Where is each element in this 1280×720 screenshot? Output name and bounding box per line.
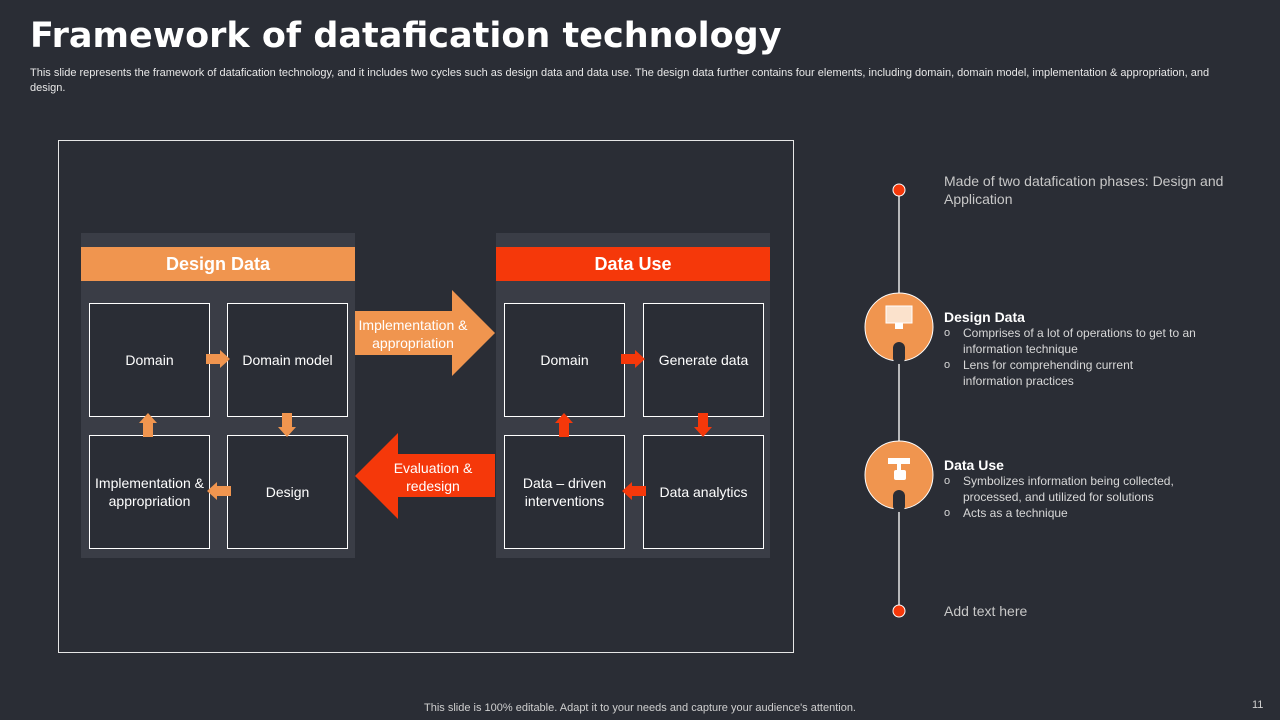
timeline-dot-start: [892, 183, 906, 197]
bullet: Comprises of a lot of operations to get …: [944, 325, 1234, 357]
bullet: Symbolizes information being collected, …: [944, 473, 1214, 505]
backward-arrow: [355, 433, 495, 519]
forward-arrow-label: Implementation & appropriation: [358, 317, 468, 351]
design-data-header: Design Data: [81, 247, 355, 281]
page-title: Framework of datafication technology: [30, 16, 782, 56]
small-arrow-up-icon: [139, 413, 157, 437]
du-box-generate-data: Generate data: [643, 303, 764, 417]
diagram-frame: [58, 140, 794, 653]
small-arrow-down-icon: [694, 413, 712, 437]
bullet: Lens for comprehending current informati…: [944, 357, 1174, 389]
hand-click-icon: [864, 440, 934, 512]
data-use-header: Data Use: [496, 247, 770, 281]
timeline-end-text: Add text here: [944, 603, 1028, 619]
small-arrow-down-icon: [278, 413, 296, 437]
dd-box-design: Design: [227, 435, 348, 549]
small-arrow-left-icon: [622, 482, 646, 500]
timeline-dot-end: [892, 604, 906, 618]
slide-description: This slide represents the framework of d…: [30, 67, 1210, 94]
dd-box-domain-model: Domain model: [227, 303, 348, 417]
small-arrow-right-icon: [206, 350, 230, 368]
small-arrow-right-icon: [621, 350, 645, 368]
timeline-item-title: Data Use: [944, 457, 1004, 473]
footer-note: This slide is 100% editable. Adapt it to…: [424, 702, 856, 714]
timeline-item-title: Design Data: [944, 309, 1025, 325]
du-box-domain: Domain: [504, 303, 625, 417]
small-arrow-left-icon: [207, 482, 231, 500]
small-arrow-up-icon: [555, 413, 573, 437]
timeline-item-design-data: Design Data Comprises of a lot of operat…: [944, 309, 1234, 389]
backward-arrow-label: Evaluation & redesign: [393, 460, 473, 494]
monitor-touch-icon: [864, 292, 934, 364]
dd-box-domain: Domain: [89, 303, 210, 417]
forward-arrow: [355, 290, 495, 376]
timeline-item-data-use: Data Use Symbolizes information being co…: [944, 457, 1214, 521]
timeline-intro: Made of two datafication phases: Design …: [944, 173, 1224, 207]
page-number: 11: [1252, 699, 1264, 711]
bullet: Acts as a technique: [944, 505, 1214, 521]
